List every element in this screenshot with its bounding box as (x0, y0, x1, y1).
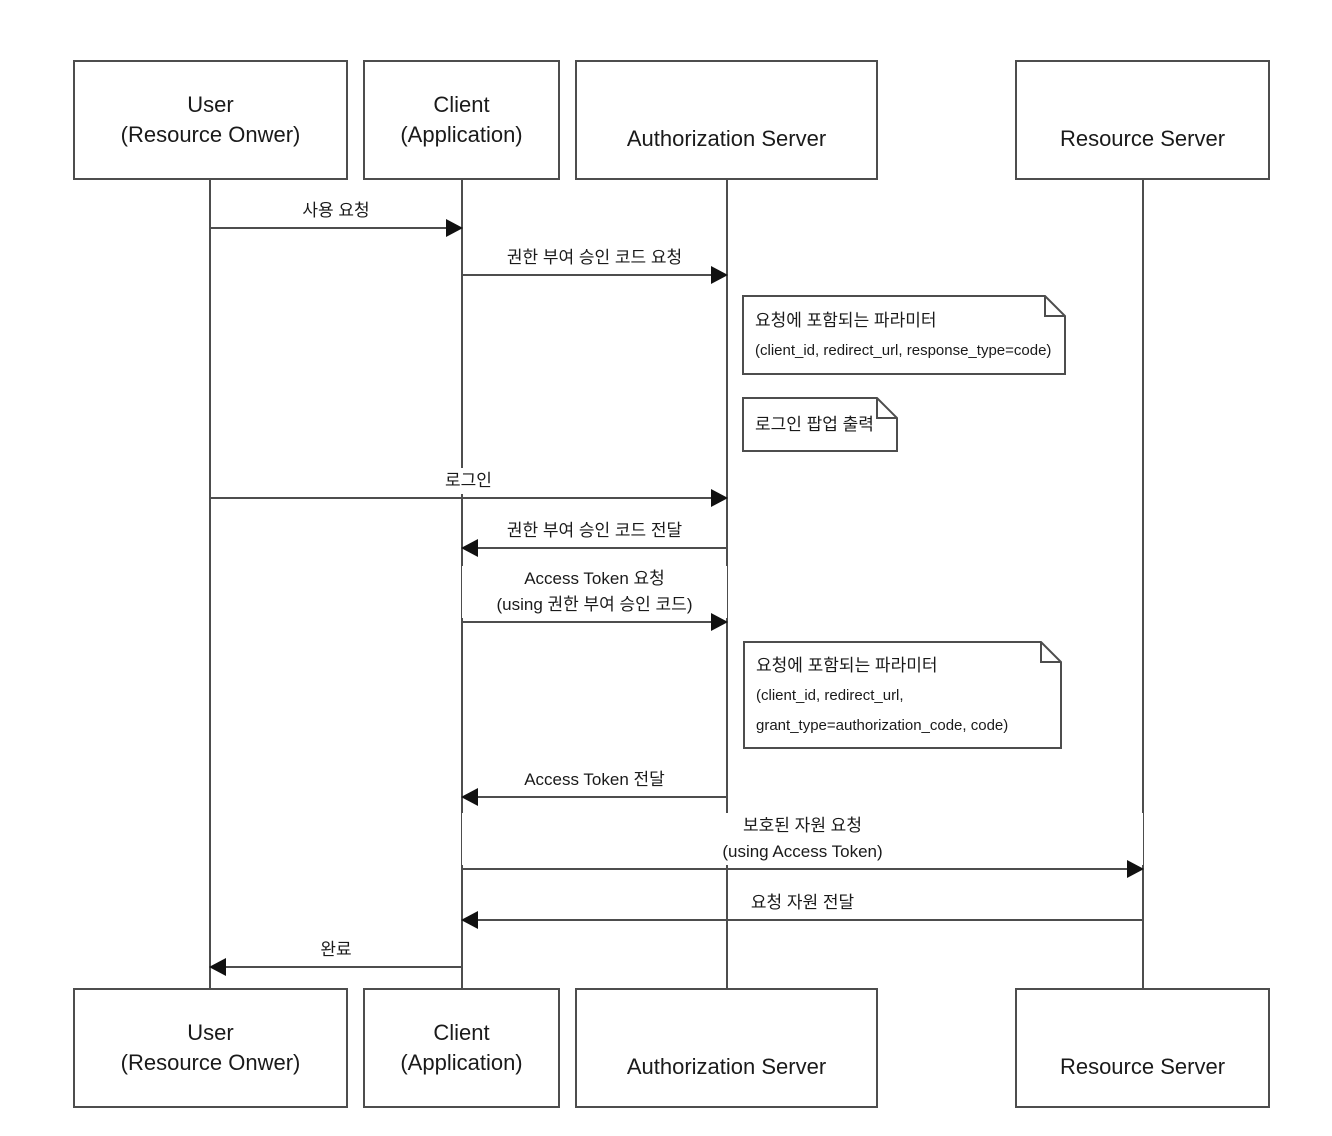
actor-label: User (187, 1020, 234, 1045)
message-label: 로그인 (210, 468, 727, 494)
arrowhead-right-icon (711, 613, 728, 631)
actor-label: Resource Server (1059, 1054, 1226, 1079)
message-label: 권한 부여 승인 코드 전달 (462, 518, 727, 544)
message-arrow-protected-resource-request: 보호된 자원 요청 (using Access Token) (462, 813, 1144, 878)
note-login-popup: 로그인 팝업 출력 (742, 397, 898, 452)
actor-box-resource-server-bottom: Resource Server (1015, 988, 1270, 1108)
arrowhead-right-icon (446, 219, 463, 237)
note-text: 요청에 포함되는 파라미터 (client_id, redirect_url, … (756, 655, 1009, 734)
message-label: 보호된 자원 요청 (using Access Token) (462, 813, 1143, 865)
actor-label: Client (433, 92, 490, 117)
actor-label: Authorization Server (626, 1054, 827, 1079)
actor-label: Client (433, 1020, 490, 1045)
note-text: 로그인 팝업 출력 (755, 415, 874, 434)
message-arrow-auth-code-deliver: 권한 부여 승인 코드 전달 (461, 518, 727, 557)
arrowhead-left-icon (209, 958, 226, 976)
message-label: 사용 요청 (210, 198, 462, 224)
actor-label: Resource Server (1059, 126, 1226, 151)
message-arrow-access-token-deliver: Access Token 전달 (461, 767, 727, 806)
actor-label: Authorization Server (626, 126, 827, 151)
lifeline-auth-server (726, 180, 728, 988)
actor-sublabel: (Application) (400, 1050, 523, 1075)
message-arrow-complete: 완료 (209, 937, 462, 976)
arrowhead-left-icon (461, 539, 478, 557)
arrowhead-left-icon (461, 911, 478, 929)
actor-box-resource-server-top: Resource Server (1015, 60, 1270, 180)
actor-sublabel: (Resource Onwer) (120, 122, 301, 147)
actor-box-user-top: User (Resource Onwer) (73, 60, 348, 180)
actor-box-auth-server-top: Authorization Server (575, 60, 878, 180)
actor-box-user-bottom: User (Resource Onwer) (73, 988, 348, 1108)
message-arrow-auth-code-request: 권한 부여 승인 코드 요청 (462, 245, 728, 284)
message-arrow-login: 로그인 (210, 468, 728, 507)
message-label: 완료 (210, 937, 462, 963)
message-arrow-resource-deliver: 요청 자원 전달 (461, 890, 1143, 929)
actor-box-auth-server-bottom: Authorization Server (575, 988, 878, 1108)
message-label: 요청 자원 전달 (462, 890, 1143, 916)
actor-label: User (187, 92, 234, 117)
note-request-params-1: 요청에 포함되는 파라미터 (client_id, redirect_url, … (742, 295, 1066, 375)
arrowhead-right-icon (1127, 860, 1144, 878)
arrowhead-left-icon (461, 788, 478, 806)
note-shape-icon (742, 295, 1066, 375)
message-label: 권한 부여 승인 코드 요청 (462, 245, 727, 271)
actor-sublabel: (Application) (400, 122, 523, 147)
note-request-params-2: 요청에 포함되는 파라미터 (client_id, redirect_url, … (743, 641, 1062, 749)
message-label: Access Token 요청 (using 권한 부여 승인 코드) (462, 566, 727, 618)
arrowhead-right-icon (711, 489, 728, 507)
arrowhead-right-icon (711, 266, 728, 284)
note-shape-icon (743, 641, 1062, 749)
actor-box-client-top: Client (Application) (363, 60, 560, 180)
lifeline-user (209, 180, 211, 988)
actor-box-client-bottom: Client (Application) (363, 988, 560, 1108)
message-arrow-use-request: 사용 요청 (210, 198, 463, 237)
actor-sublabel: (Resource Onwer) (120, 1050, 301, 1075)
message-label: Access Token 전달 (462, 767, 727, 793)
lifeline-resource-server (1142, 180, 1144, 988)
note-text: 요청에 포함되는 파라미터 (client_id, redirect_url, … (755, 310, 1052, 359)
note-shape-icon (742, 397, 898, 452)
message-arrow-access-token-request: Access Token 요청 (using 권한 부여 승인 코드) (462, 566, 728, 631)
